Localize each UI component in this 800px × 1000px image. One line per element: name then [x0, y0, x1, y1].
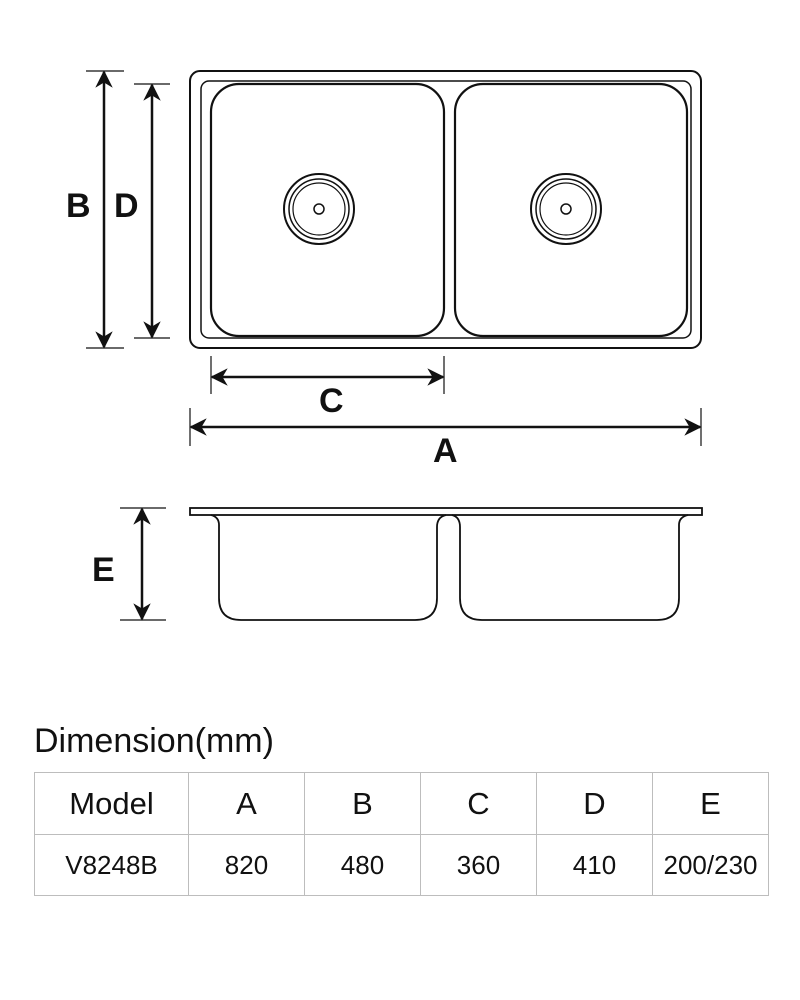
table-header-row: Model A B C D E	[34, 772, 769, 835]
sink-technical-drawing: B D C A E	[66, 70, 703, 621]
dimension-d	[134, 83, 170, 339]
side-right-bowl	[451, 514, 689, 621]
header-model: Model	[34, 772, 189, 835]
side-left-bowl	[210, 514, 447, 621]
dimension-a	[189, 408, 702, 446]
cell-b: 480	[304, 834, 421, 896]
dimension-b	[86, 70, 124, 349]
header-d: D	[536, 772, 653, 835]
header-b: B	[304, 772, 421, 835]
dimension-b-label: B	[66, 187, 91, 225]
dimension-d-label: D	[114, 187, 139, 225]
dimension-e-label: E	[92, 551, 115, 589]
dimension-a-label: A	[433, 432, 458, 470]
cell-c: 360	[420, 834, 537, 896]
cell-e: 200/230	[652, 834, 769, 896]
right-drain	[530, 173, 602, 245]
sink-outer-rim	[189, 70, 702, 349]
cell-a: 820	[188, 834, 305, 896]
dimension-e	[120, 507, 166, 621]
left-bowl	[209, 82, 446, 338]
left-drain	[283, 173, 355, 245]
header-c: C	[420, 772, 537, 835]
top-view	[189, 70, 702, 349]
cell-model: V8248B	[34, 834, 189, 896]
dimension-c	[210, 356, 445, 394]
header-e: E	[652, 772, 769, 835]
side-rim	[189, 507, 703, 516]
side-view	[189, 507, 703, 621]
dimension-table: Model A B C D E V8248B 820 480 360 410 2…	[34, 772, 769, 896]
header-a: A	[188, 772, 305, 835]
dimension-c-label: C	[319, 382, 344, 420]
dimension-table-title: Dimension(mm)	[34, 722, 274, 760]
table-row: V8248B 820 480 360 410 200/230	[34, 834, 769, 896]
sink-inner-rim	[200, 80, 692, 339]
cell-d: 410	[536, 834, 653, 896]
